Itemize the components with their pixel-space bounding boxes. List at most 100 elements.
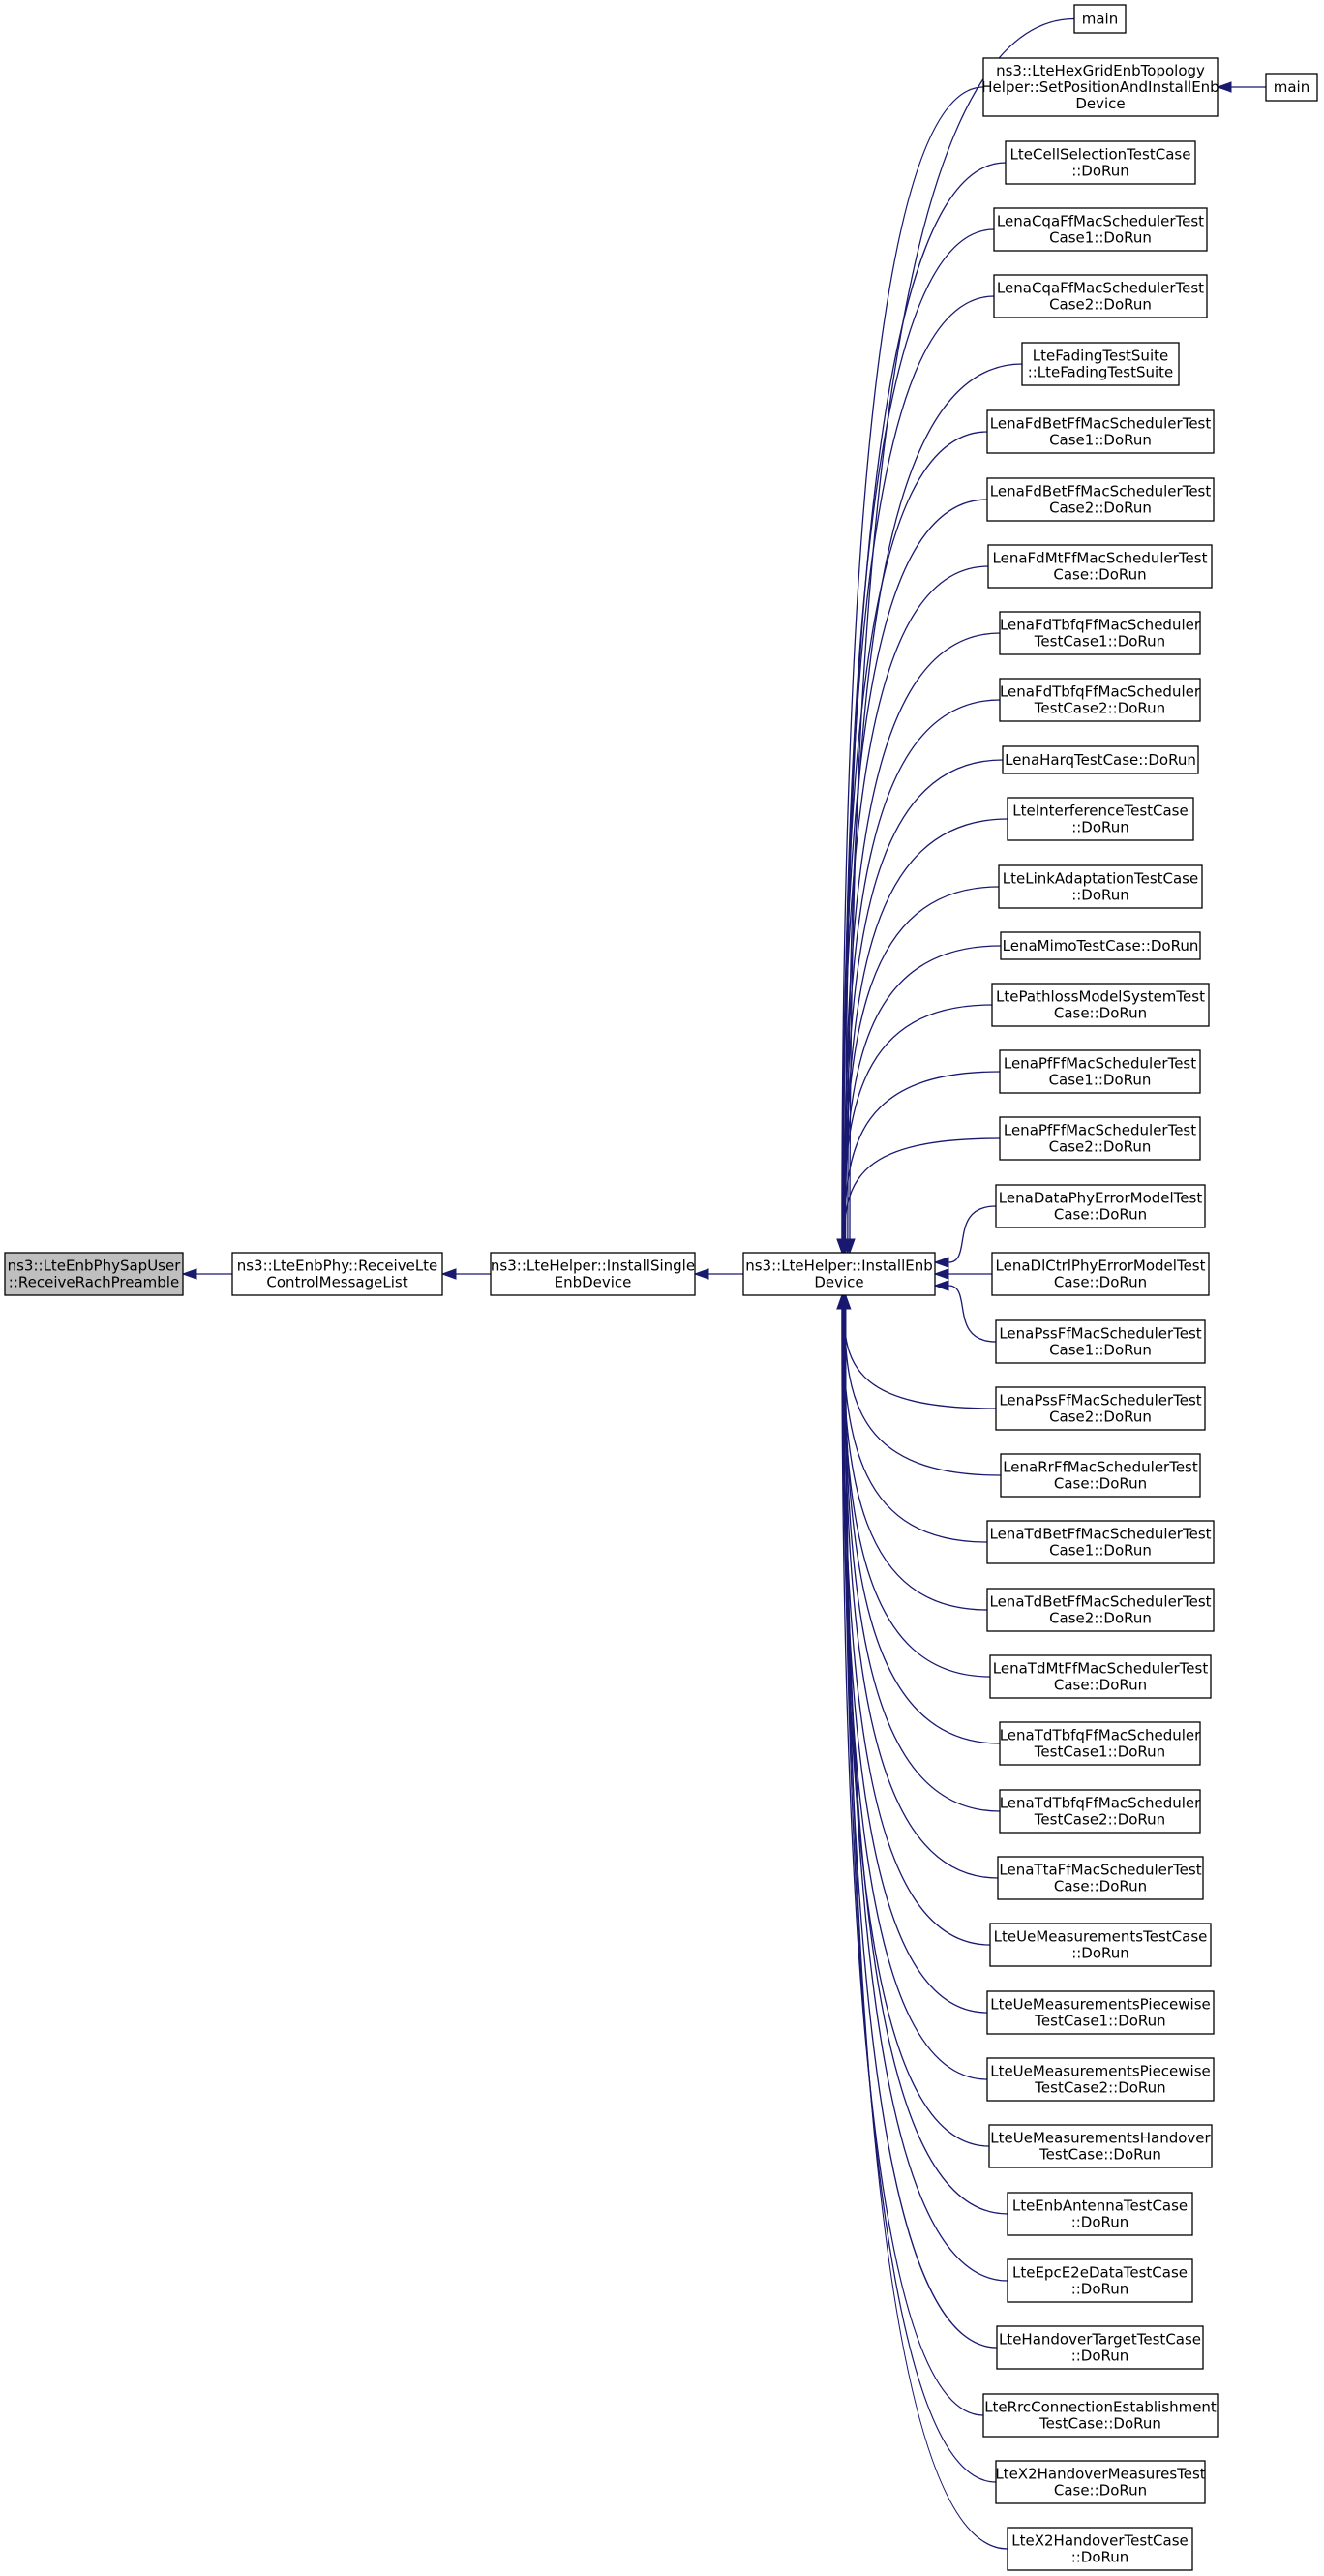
node-label: ns3::LteEnbPhy::ReceiveLte (237, 1258, 438, 1275)
function-node-c34[interactable]: LteHandoverTargetTestCase::DoRun (996, 2325, 1204, 2370)
node-label: TestCase1::DoRun (1034, 633, 1165, 651)
call-edge (1216, 81, 1266, 93)
call-edge (836, 1293, 988, 1611)
function-node-hexgrid[interactable]: ns3::LteHexGridEnbTopologyHelper::SetPos… (981, 57, 1219, 117)
node-label: TestCase2::DoRun (1034, 700, 1165, 717)
node-label: LteEpcE2eDataTestCase (1012, 2264, 1188, 2282)
node-box (1007, 2192, 1193, 2236)
node-label: Case1::DoRun (1049, 1542, 1152, 1560)
call-edge (836, 1293, 988, 1543)
node-label: Case1::DoRun (1049, 1342, 1152, 1359)
function-node-c30[interactable]: LteUeMeasurementsPiecewiseTestCase2::DoR… (986, 2057, 1215, 2102)
function-node-receive-list[interactable]: ns3::LteEnbPhy::ReceiveLteControlMessage… (231, 1252, 443, 1296)
function-node-c11[interactable]: LteInterferenceTestCase::DoRun (1007, 797, 1194, 841)
edge-layer (181, 17, 1266, 2550)
node-label: main (1274, 78, 1309, 96)
node-box (989, 1923, 1212, 1967)
call-edge (839, 1293, 1008, 2215)
node-label: Case1::DoRun (1049, 229, 1152, 247)
node-label: LenaTdBetFfMacSchedulerTest (989, 1526, 1211, 1543)
node-box (1005, 140, 1196, 185)
node-box (991, 1252, 1210, 1296)
node-label: LteUeMeasurementsHandover (990, 2130, 1211, 2147)
node-layer: ns3::LteEnbPhySapUser::ReceiveRachPreamb… (4, 4, 1318, 2571)
call-edge (838, 1293, 1002, 1476)
node-label: main (1082, 11, 1118, 28)
node-box (993, 207, 1208, 252)
node-label: TestCase::DoRun (1038, 2146, 1161, 2164)
call-edge (838, 1071, 1001, 1255)
node-label: ::LteFadingTestSuite (1028, 364, 1174, 381)
function-node-c29[interactable]: LteUeMeasurementsPiecewiseTestCase1::DoR… (986, 1990, 1215, 2035)
function-node-c35[interactable]: LteRrcConnectionEstablishmentTestCase::D… (982, 2393, 1219, 2438)
node-label: Case2::DoRun (1049, 1409, 1152, 1426)
node-label: ControlMessageList (266, 1274, 407, 1291)
function-node-c12[interactable]: LteLinkAdaptationTestCase::DoRun (998, 864, 1203, 909)
node-label: Device (1075, 95, 1125, 112)
node-box (986, 1990, 1215, 2035)
node-box (995, 1184, 1206, 1228)
call-edge (838, 1137, 1001, 1255)
call-edge (838, 945, 1002, 1255)
function-node-c01[interactable]: LteCellSelectionTestCase::DoRun (1005, 140, 1196, 185)
node-box (1021, 342, 1180, 386)
node-label: TestCase2::DoRun (1034, 1811, 1165, 1829)
node-label: LteX2HandoverMeasuresTest (995, 2466, 1205, 2483)
node-label: Case2::DoRun (1049, 1138, 1152, 1156)
node-label: LenaFdTbfqFfMacScheduler (1000, 683, 1201, 701)
node-label: ::DoRun (1071, 2348, 1129, 2365)
node-label: Case2::DoRun (1049, 500, 1152, 517)
node-label: LenaFdBetFfMacSchedulerTest (990, 483, 1212, 500)
node-box (982, 2393, 1219, 2438)
node-label: TestCase2::DoRun (1034, 2079, 1165, 2097)
node-box (231, 1252, 443, 1296)
function-node-main-top[interactable]: main (1073, 4, 1127, 34)
call-edge (181, 1268, 232, 1280)
function-node-c28[interactable]: LteUeMeasurementsTestCase::DoRun (989, 1923, 1212, 1967)
function-node-c04[interactable]: LteFadingTestSuite::LteFadingTestSuite (1021, 342, 1180, 386)
node-label: LenaPfFfMacSchedulerTest (1004, 1122, 1196, 1139)
function-node-c37[interactable]: LteX2HandoverTestCase::DoRun (1007, 2527, 1193, 2571)
node-label: LenaTdBetFfMacSchedulerTest (989, 1593, 1211, 1611)
node-label: LenaPfFfMacSchedulerTest (1004, 1055, 1196, 1073)
function-node-c33[interactable]: LteEpcE2eDataTestCase::DoRun (1007, 2258, 1193, 2303)
node-label: LteFadingTestSuite (1033, 348, 1168, 365)
node-box (995, 1319, 1206, 1364)
node-label: Case::DoRun (1054, 1878, 1147, 1895)
node-box (987, 544, 1213, 589)
node-box (1265, 73, 1318, 102)
function-node-main-hex[interactable]: main (1265, 73, 1318, 102)
function-node-c10[interactable]: LenaHarqTestCase::DoRun (1002, 745, 1199, 774)
node-label: LenaTtaFfMacSchedulerTest (999, 1862, 1201, 1879)
call-edge (838, 1293, 997, 1409)
function-node-root[interactable]: ns3::LteEnbPhySapUser::ReceiveRachPreamb… (4, 1252, 184, 1296)
function-node-c13[interactable]: LenaMimoTestCase::DoRun (1000, 931, 1201, 960)
function-node-c32[interactable]: LteEnbAntennaTestCase::DoRun (1007, 2192, 1193, 2236)
